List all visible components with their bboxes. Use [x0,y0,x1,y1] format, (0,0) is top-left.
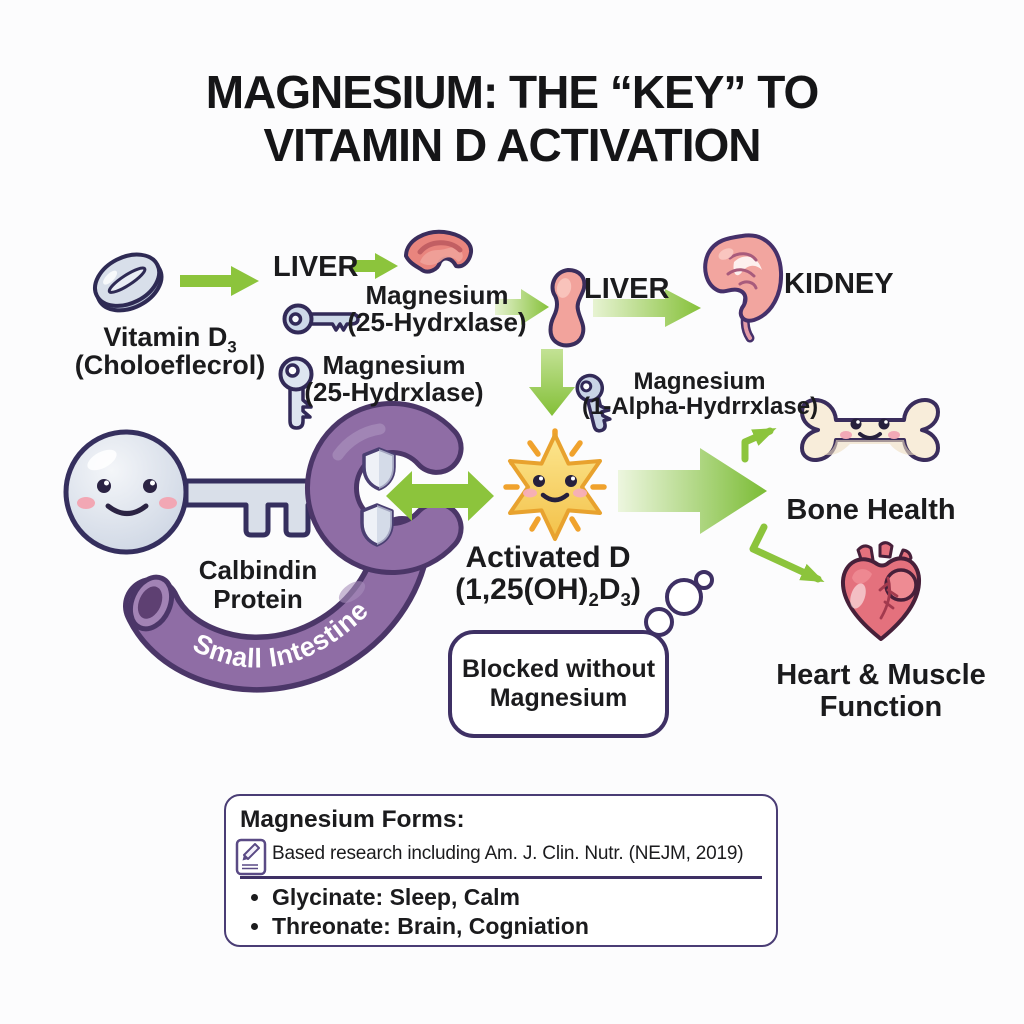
journal-icon [235,838,267,876]
thought-bubble-small [694,570,714,590]
star-activated-d-icon [503,428,607,541]
magnesium-forms-box: Magnesium Forms: Based research includin… [224,794,778,947]
page-title: MAGNESIUM: THE “KEY” TO VITAMIN D ACTIVA… [205,66,820,171]
activated-d-label: Activated D (1,25(OH)2D3) [455,541,641,610]
arrow-down-to-star [529,349,575,416]
heart-muscle-label: Heart & Muscle Function [776,659,986,723]
mg-25-hydroxylase-label-b: Magnesium (25-Hydrxlase) [304,350,484,408]
thought-bubble-medium [644,607,674,637]
forms-bullet-glycinate: Glycinate: Sleep, Calm [272,884,589,911]
mg-25-hydroxylase-label-a: Magnesium (25-Hydrxlase) [347,280,527,338]
arrow-pill-to-liver [180,266,259,296]
bone-icon [800,398,940,462]
vitamin-d3-label: Vitamin D3 (Choloeflecrol) [74,322,266,381]
liver-step1-label: LIVER [273,251,359,283]
forms-heading: Magnesium Forms: [240,806,465,833]
kidney-icon [703,233,784,343]
mg-1-alpha-hydroxylase-label: Magnesium (1-Alpha-Hydrrxlase) [582,368,819,421]
forms-source-text: Based research including Am. J. Clin. Nu… [272,843,744,864]
heart-icon [840,541,922,641]
pill-icon [93,252,164,313]
forms-bullet-threonate: Threonate: Brain, Cogniation [272,913,589,940]
kidney-label: KIDNEY [784,268,894,300]
key-icon-horizontal [282,303,360,335]
shield-icon-top [362,447,396,491]
key-icon-vertical [278,356,314,430]
arrow-to-bone [741,427,777,463]
forms-bullet-list: Glycinate: Sleep, Calm Threonate: Brain,… [246,884,589,942]
key-icon-1alpha [575,373,612,433]
calbindin-protein-label: Calbindin Protein [198,555,318,614]
arrow-star-to-outcomes [618,448,767,534]
shield-icon-bottom [360,503,394,547]
arrow-to-heart [749,523,825,583]
liver-icon-small [404,229,473,274]
forms-divider [240,876,762,879]
liver-step2-label: LIVER [584,273,670,305]
blocked-without-magnesium-callout: Blocked without Magnesium [448,630,669,738]
liver-icon-bean [548,268,587,348]
magnesium-key-icon-large [63,429,335,555]
arrow-liver-to-organ [352,253,398,279]
bone-health-label: Bone Health [786,494,956,526]
arrow-double-absorption [386,471,494,521]
